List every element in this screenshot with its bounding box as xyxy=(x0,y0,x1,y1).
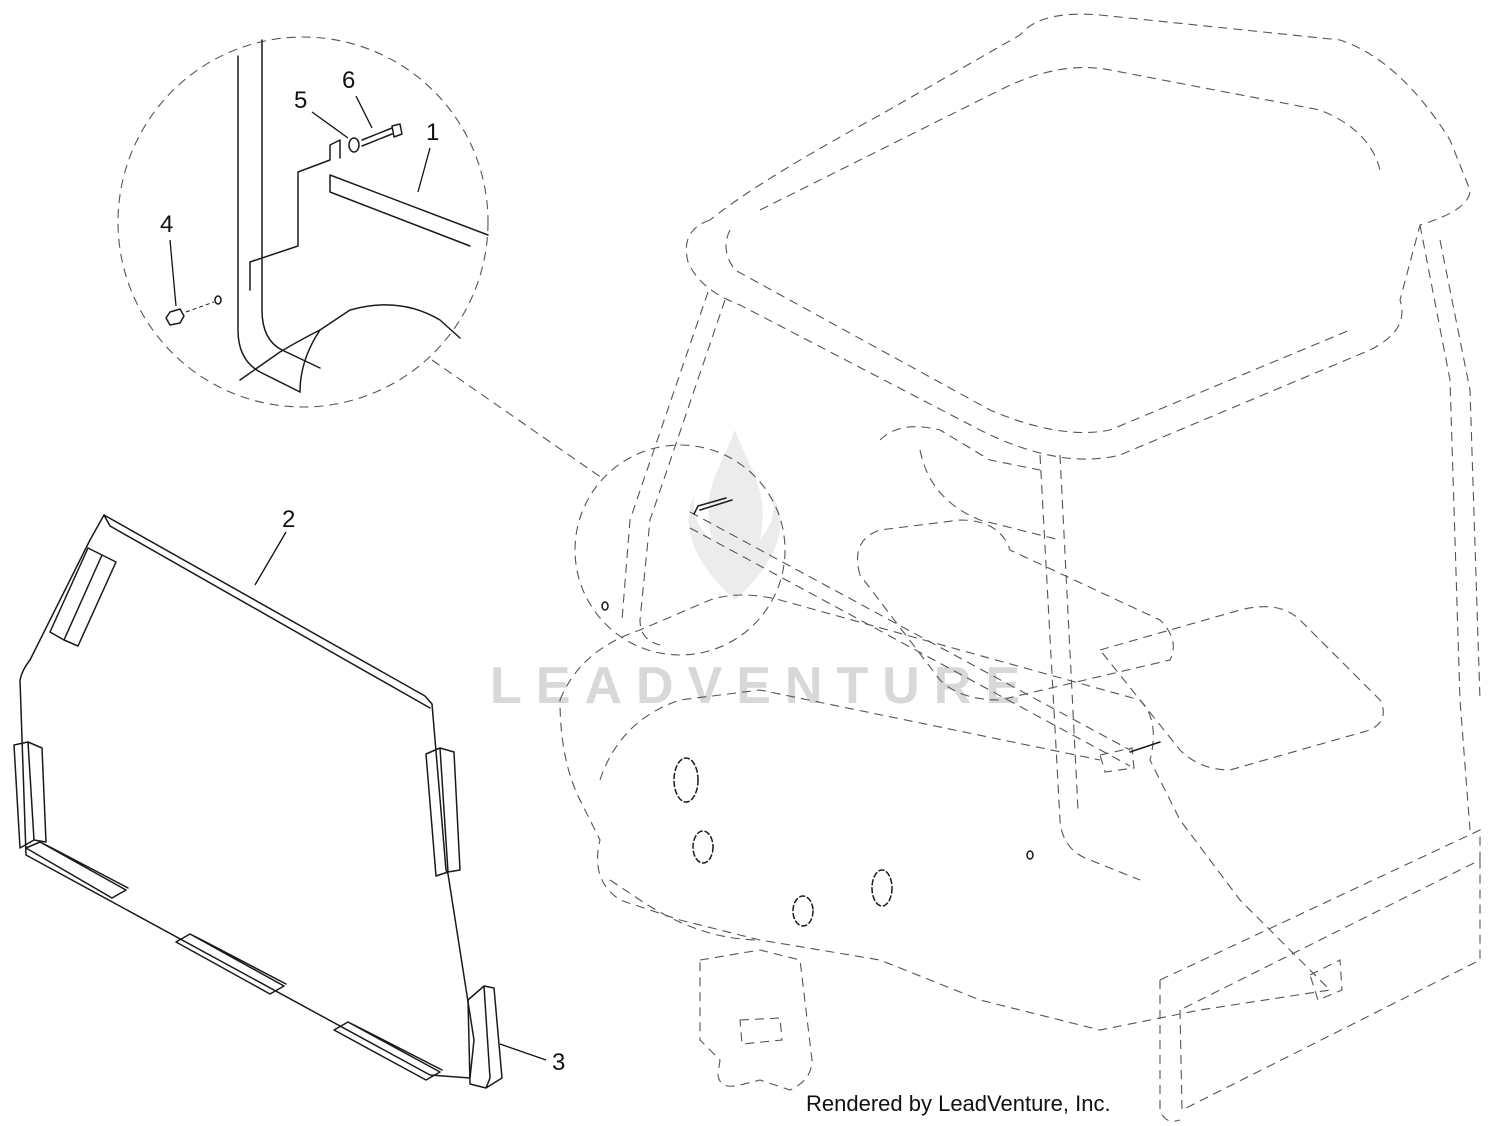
callout-1-leader xyxy=(417,147,431,193)
detail-bolt xyxy=(361,123,403,147)
callout-1: 1 xyxy=(417,119,439,193)
detail-view xyxy=(117,36,603,479)
windshield-clip xyxy=(175,933,287,995)
callout-1-number: 1 xyxy=(426,119,439,146)
callout-3-number: 3 xyxy=(552,1049,565,1076)
windshield-clip xyxy=(13,741,47,849)
callout-5: 5 xyxy=(294,87,349,139)
detail-connector xyxy=(431,359,603,479)
callout-2-number: 2 xyxy=(282,506,295,533)
windshield-panel xyxy=(13,514,475,1081)
body-hole xyxy=(673,757,699,803)
seat-right xyxy=(1099,606,1384,771)
callout-3: 3 xyxy=(499,1043,565,1076)
callout-6-number: 6 xyxy=(342,67,355,94)
detail-nut xyxy=(165,308,185,326)
body-hole xyxy=(792,895,814,927)
detail-circle xyxy=(117,36,489,408)
callout-4-leader xyxy=(169,239,177,307)
watermark-flame-icon xyxy=(688,430,781,600)
detail-washer xyxy=(348,137,360,153)
callout-5-number: 5 xyxy=(294,87,307,114)
watermark: LEADVENTURE xyxy=(490,430,1034,715)
windshield-clip xyxy=(25,841,129,899)
watermark-text: LEADVENTURE xyxy=(490,657,1034,715)
rear-crossbar xyxy=(689,511,1135,773)
detail-bracket xyxy=(249,139,341,291)
callout-6-leader xyxy=(355,95,373,129)
callout-4: 4 xyxy=(160,211,177,307)
rear-frame xyxy=(1159,829,1481,1111)
front-hitch xyxy=(699,949,813,1091)
vehicle-cab xyxy=(559,13,1481,1122)
detail-locator-circle xyxy=(574,444,786,656)
detail-crossbar xyxy=(329,174,489,247)
windshield-clip xyxy=(49,547,117,647)
roof-canopy xyxy=(685,13,1471,460)
windshield-clip xyxy=(333,1021,443,1081)
callout-2: 2 xyxy=(254,506,295,586)
callout-3-leader xyxy=(499,1043,547,1061)
callout-6: 6 xyxy=(342,67,373,129)
roll-bar xyxy=(639,299,726,646)
render-credit: Rendered by LeadVenture, Inc. xyxy=(806,1091,1111,1116)
detail-seat xyxy=(299,304,461,393)
seat-left xyxy=(856,519,1174,701)
front-body xyxy=(559,594,1332,1031)
detail-roll-bar xyxy=(237,55,301,393)
windshield-outline xyxy=(19,514,475,1079)
callout-5-leader xyxy=(311,111,349,139)
windshield-clip xyxy=(425,747,461,877)
body-hole xyxy=(871,869,893,907)
callout-2-leader xyxy=(254,531,287,586)
edge-trim-part xyxy=(467,985,503,1089)
body-hole xyxy=(692,830,714,864)
callout-4-number: 4 xyxy=(160,211,173,238)
